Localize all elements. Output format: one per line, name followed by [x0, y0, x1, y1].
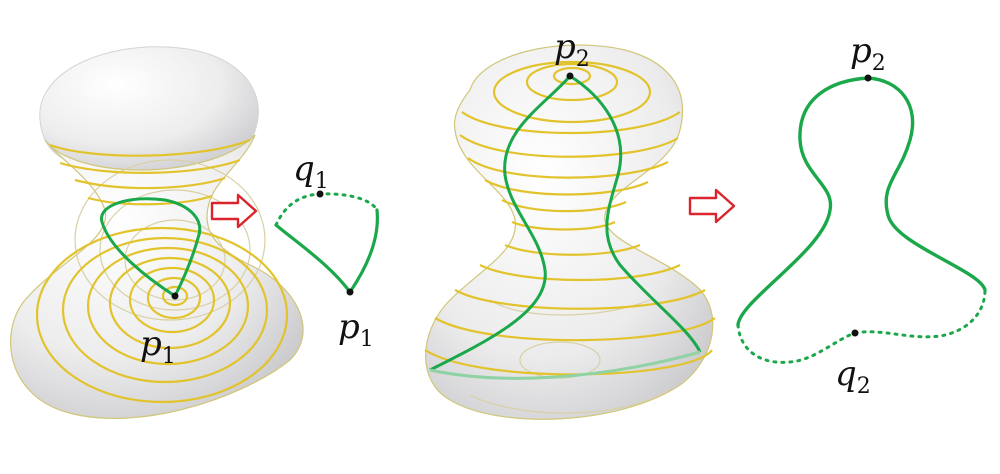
surface-2-body [425, 44, 714, 420]
label-p2-surface: p2 [554, 27, 590, 72]
curve-1-dotted [274, 192, 379, 227]
curve-2-solid [736, 76, 987, 327]
label-p2-curve: p2 [850, 31, 886, 76]
label-q2-curve: q2 [835, 354, 871, 399]
surface-2-geodesic [429, 75, 572, 372]
curve-1-point-q1 [316, 190, 324, 198]
surface-1-body [10, 134, 304, 419]
surface-1-point-p1 [171, 292, 179, 300]
surface-2-geodesic-back [429, 350, 701, 380]
curve-2-point-p2 [864, 74, 872, 82]
label-p1-surface: p1 [140, 324, 176, 369]
curve-2-point-q2 [851, 329, 859, 337]
label-p1-curve: p1 [338, 307, 374, 352]
surface-1-geodesic [100, 197, 202, 298]
surface-2: p2 [424, 27, 716, 420]
surface-1-contours [35, 138, 289, 404]
curve-2-dotted [736, 288, 987, 364]
surface-2-point-p2 [566, 72, 574, 80]
right-arrow-icon [210, 193, 258, 229]
surface-1: p1 [10, 46, 304, 419]
curve-2: p2 q2 [736, 31, 987, 399]
curve-1: q1 p1 [274, 149, 379, 352]
surface-1-faint-contours [74, 159, 266, 321]
surface-2-geodesic-right [569, 74, 702, 353]
curve-1-point-p1 [346, 288, 354, 296]
right-arrow-icon [688, 188, 736, 224]
curve-1-solid [274, 208, 379, 294]
label-q1-curve: q1 [293, 149, 329, 194]
